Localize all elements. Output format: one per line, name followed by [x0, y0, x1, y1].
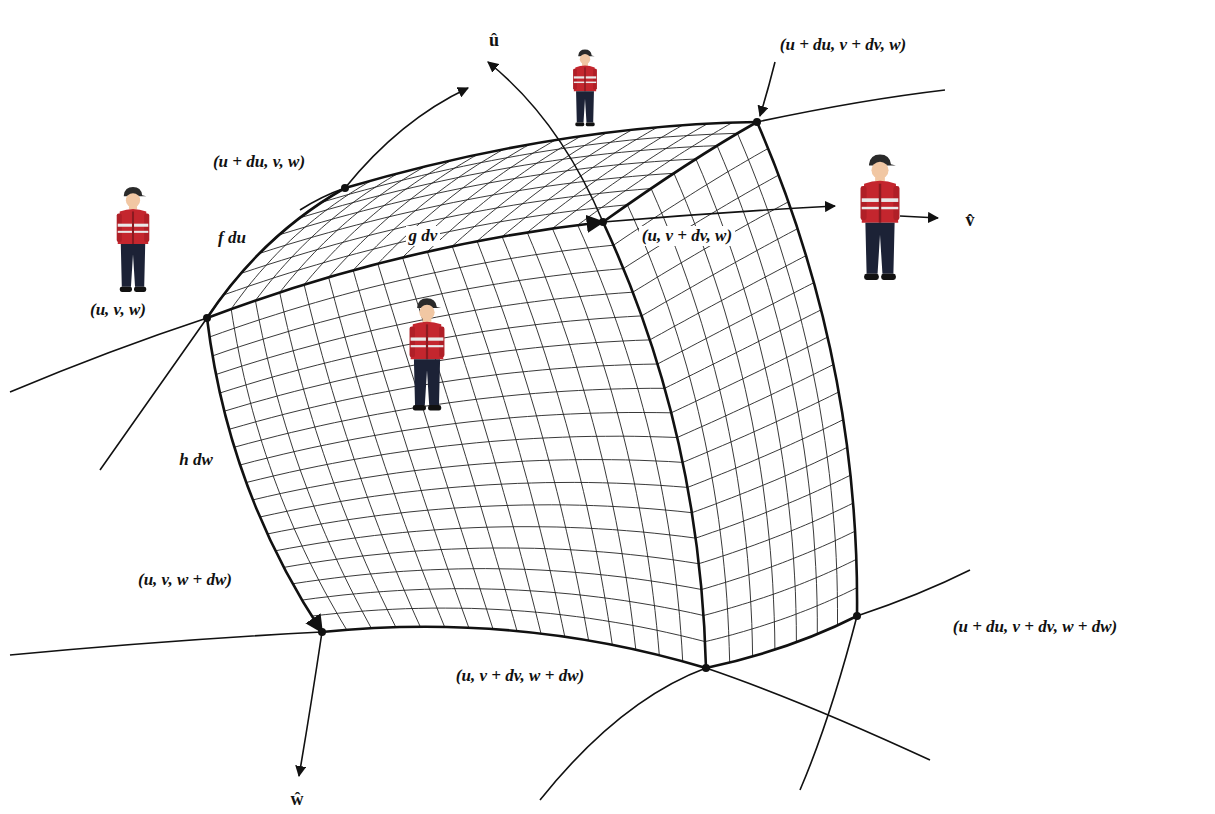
grid-line [275, 527, 695, 551]
v-curve [603, 206, 835, 222]
grid-line [705, 588, 857, 642]
u-curve [800, 616, 857, 790]
grid-line [378, 264, 493, 629]
grid-line [688, 420, 844, 488]
edge [603, 222, 706, 668]
grid-line [312, 608, 705, 642]
coordinate-grid [210, 123, 857, 663]
corner-dots [203, 118, 861, 672]
grid-line [253, 460, 683, 500]
coordinate-label: (u, v, w) [87, 300, 149, 320]
grid-line [699, 503, 853, 564]
grid-line [260, 482, 688, 517]
corner-dot [853, 612, 861, 620]
grid-line [231, 180, 372, 309]
grid-line [683, 392, 839, 462]
grid-line [280, 292, 396, 627]
corner-dot [753, 118, 761, 126]
v-curve [757, 90, 945, 122]
grid-line [240, 413, 671, 466]
grid-line [702, 531, 856, 589]
coordinate-curves [10, 62, 970, 800]
corner-dot [318, 628, 326, 636]
person-figure [410, 298, 445, 410]
edge [322, 627, 706, 668]
coordinate-label: (u + du, v + dv, w + dw) [950, 617, 1120, 637]
grid-line [229, 364, 657, 429]
grid-line [293, 569, 702, 590]
grid-line [671, 337, 827, 413]
grid-line [658, 283, 814, 364]
coordinate-label: (u, v + dv, w + dw) [453, 666, 587, 686]
grid-line [633, 202, 789, 292]
coordinate-label: v̂ [963, 210, 978, 230]
coordinate-label: ŵ [288, 789, 307, 809]
v-curve [857, 570, 970, 616]
u-curve [540, 668, 706, 800]
grid-line [717, 146, 817, 634]
volume-edges [207, 122, 857, 668]
coordinate-label: û [486, 30, 502, 50]
coordinate-label: (u + du, v, w) [210, 152, 308, 172]
edge [207, 222, 603, 318]
v-hat-arrow [900, 216, 938, 218]
grid-line [696, 475, 851, 538]
grid-line [329, 277, 445, 627]
edge [345, 122, 757, 188]
grid-line [665, 310, 821, 389]
grid-line [677, 365, 833, 438]
corner-dot [702, 664, 710, 672]
grid-line [692, 447, 847, 512]
grid-line [234, 388, 664, 447]
pointer-arrow [760, 62, 775, 116]
w-hat-curve [299, 632, 322, 776]
grid-line [578, 225, 683, 661]
grid-line [623, 175, 778, 269]
grid-line [255, 301, 371, 629]
grid-line [527, 232, 636, 649]
grid-line [267, 505, 692, 534]
coordinate-label: (u + du, v + dv, w) [777, 35, 909, 55]
u-curve [100, 88, 468, 470]
grid-line [477, 130, 632, 242]
grid-line [502, 237, 612, 645]
coordinate-label: g dv [406, 226, 441, 246]
coordinate-label: (u, v + dv, w) [639, 226, 735, 246]
edge [207, 188, 345, 318]
grid-line [704, 559, 857, 615]
corner-dot [599, 218, 607, 226]
grid-line [284, 548, 699, 567]
grid-line [552, 124, 707, 229]
person-figure [861, 154, 900, 279]
v-curve [10, 318, 207, 392]
grid-line [578, 123, 733, 226]
v-curve [10, 632, 322, 655]
coordinate-label: (u, v, w + dw) [135, 570, 235, 590]
grid-line [627, 205, 729, 663]
edge [603, 122, 757, 222]
edge [706, 616, 857, 668]
grid-line [304, 285, 420, 627]
corner-dot [203, 314, 211, 322]
coordinate-label: h dw [176, 450, 216, 470]
edge [757, 122, 857, 616]
coordinate-label: f du [215, 228, 249, 248]
corner-dot [341, 184, 349, 192]
person-figure [117, 187, 150, 292]
person-figure [573, 49, 597, 126]
